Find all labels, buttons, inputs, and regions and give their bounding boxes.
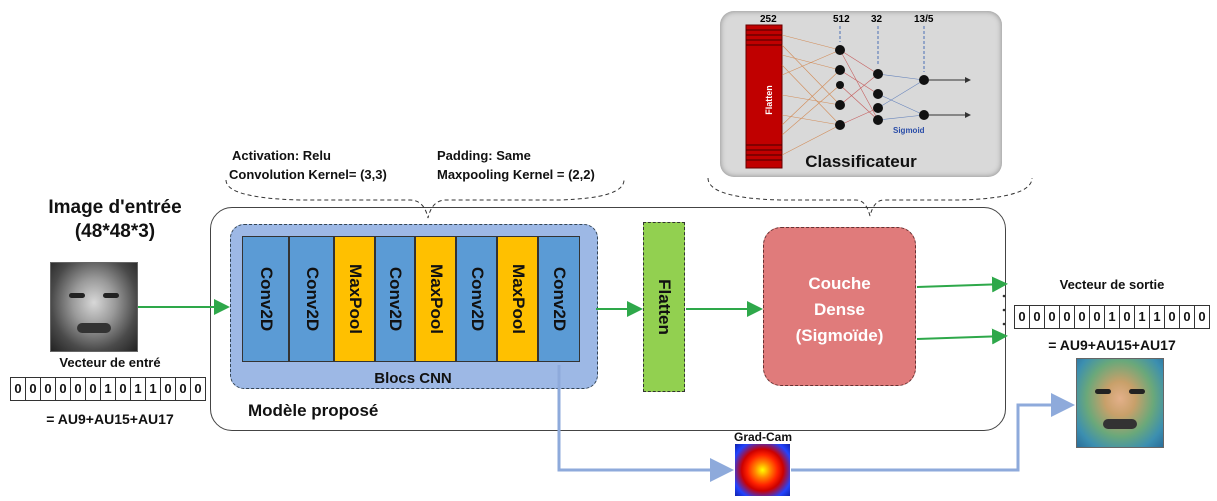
input-face-image [50, 262, 138, 352]
arrow-dense-out-1 [916, 276, 1008, 293]
layer-conv2d-3: Conv2D [375, 236, 415, 362]
layer-maxpool-1: MaxPool [334, 236, 375, 362]
input-title-line1: Image d'entrée [48, 197, 182, 218]
vector-cell: 1 [101, 378, 116, 400]
vector-cell: 0 [1165, 306, 1180, 328]
gradcam-output-path [791, 393, 1075, 472]
vector-cell: 0 [26, 378, 41, 400]
layer-conv2d-5: Conv2D [538, 236, 580, 362]
size-32: 32 [871, 14, 883, 25]
output-formula: = AU9+AU15+AU17 [1048, 337, 1176, 353]
model-label: Modèle proposé [248, 401, 379, 420]
classifier-network: 252 512 32 13/5 Flatten [745, 14, 971, 169]
flatten-bar-label: Flatten [764, 85, 774, 115]
padding-param: Padding: Same [437, 148, 531, 163]
vector-cell: 0 [1120, 306, 1135, 328]
vector-cell: 0 [1090, 306, 1105, 328]
vector-cell: 0 [1198, 309, 1206, 324]
layer-maxpool-3: MaxPool [497, 236, 538, 362]
output-dots [1002, 294, 1006, 326]
vector-cell: 0 [1180, 306, 1195, 328]
dense-line3: (Sigmoïde) [795, 326, 884, 345]
flatten-layer: Flatten [643, 222, 685, 392]
layer-conv2d-2: Conv2D [289, 236, 334, 362]
sigmoid-label: Sigmoid [893, 126, 925, 135]
output-vector-label: Vecteur de sortie [1059, 277, 1165, 292]
layer-conv2d-1: Conv2D [242, 236, 289, 362]
vector-cell: 0 [56, 378, 71, 400]
pool-kernel-param: Maxpooling Kernel = (2,2) [437, 167, 595, 182]
vector-cell: 0 [1075, 306, 1090, 328]
gradcam-heatmap [735, 444, 790, 496]
size-512: 512 [833, 14, 850, 25]
vector-cell: 1 [1150, 306, 1165, 328]
vector-cell: 0 [194, 381, 202, 396]
vector-cell: 0 [11, 378, 26, 400]
vector-cell: 0 [86, 378, 101, 400]
arrow-dense-out-2 [916, 328, 1008, 345]
gradcam-label: Grad-Cam [733, 430, 792, 444]
input-image-title: Image d'entrée (48*48*3) [20, 196, 210, 244]
vector-cell: 0 [116, 378, 131, 400]
activation-param: Activation: Relu [232, 148, 331, 163]
output-face-image [1076, 358, 1164, 448]
vector-cell: 1 [1105, 306, 1120, 328]
cnn-block-label: Blocs CNN [374, 370, 452, 387]
dense-line1: Couche [808, 274, 871, 293]
classifier-brace [707, 177, 1033, 217]
vector-cell: 1 [131, 378, 146, 400]
vector-cell: 1 [1135, 306, 1150, 328]
dense-layer: Couche Dense (Sigmoïde) [763, 227, 916, 386]
params-brace [225, 179, 625, 219]
vector-cell: 0 [176, 378, 191, 400]
vector-cell: 1 [146, 378, 161, 400]
dense-line2: Dense [813, 300, 866, 319]
flatten-bar [745, 24, 783, 169]
input-formula: = AU9+AU15+AU17 [46, 411, 174, 427]
vector-cell: 0 [161, 378, 176, 400]
input-title-line2: (48*48*3) [74, 221, 156, 242]
input-vector-label: Vecteur de entré [59, 355, 161, 370]
vector-cell: 0 [1060, 306, 1075, 328]
model-container [210, 207, 1006, 431]
vector-cell: 0 [1030, 306, 1045, 328]
layer-conv2d-4: Conv2D [456, 236, 497, 362]
layer-maxpool-2: MaxPool [415, 236, 456, 362]
conv-kernel-param: Convolution Kernel= (3,3) [229, 167, 387, 182]
gradcam-input-path [557, 365, 734, 482]
vector-cell: 0 [71, 378, 86, 400]
vector-cell: 0 [1015, 306, 1030, 328]
classifier-label: Classificateur [805, 152, 917, 171]
vector-cell: 0 [1045, 306, 1060, 328]
size-252: 252 [760, 14, 777, 25]
size-13-5: 13/5 [914, 14, 934, 25]
vector-cell: 0 [41, 378, 56, 400]
